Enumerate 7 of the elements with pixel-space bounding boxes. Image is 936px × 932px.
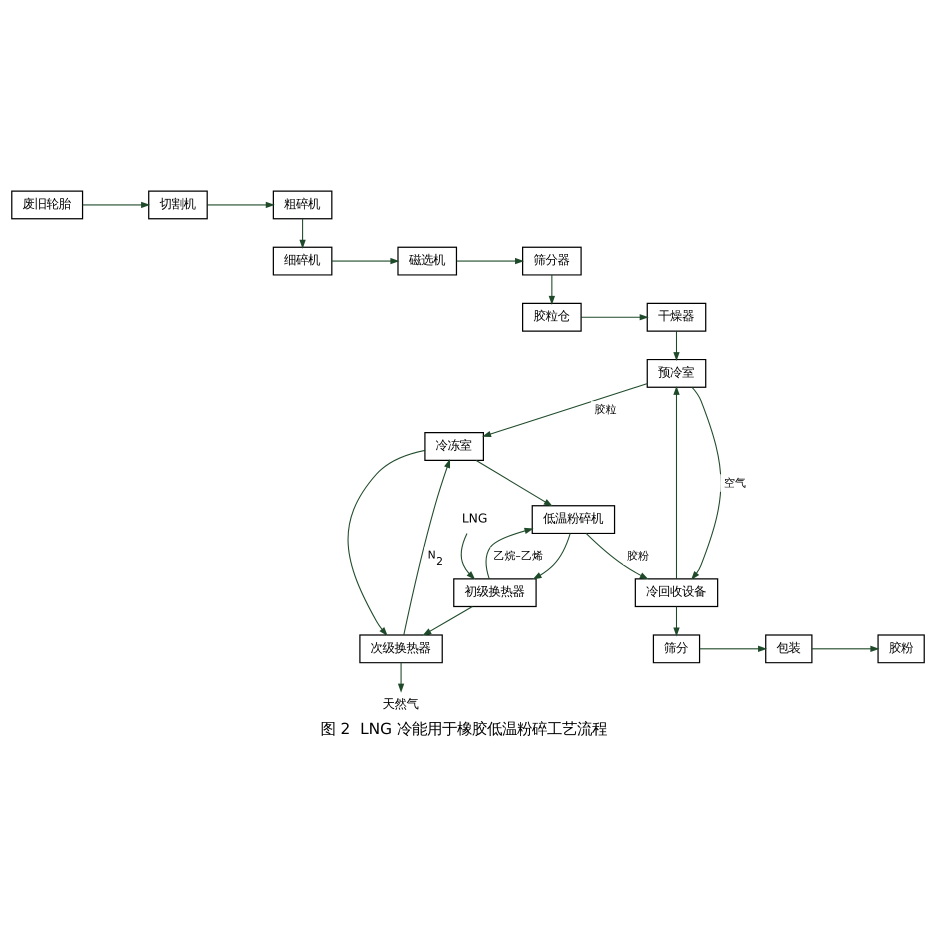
edge-label: 乙烷–乙烯 <box>493 548 543 562</box>
edge-label: 胶粒 <box>594 402 617 416</box>
caption: 图 2 LNG 冷能用于橡胶低温粉碎工艺流程 <box>320 720 607 738</box>
node-text: LNG <box>462 511 488 526</box>
edge-label: 胶粉 <box>626 548 649 562</box>
node-text: 天然气 <box>382 696 419 710</box>
edge-label: 空气 <box>724 476 746 489</box>
